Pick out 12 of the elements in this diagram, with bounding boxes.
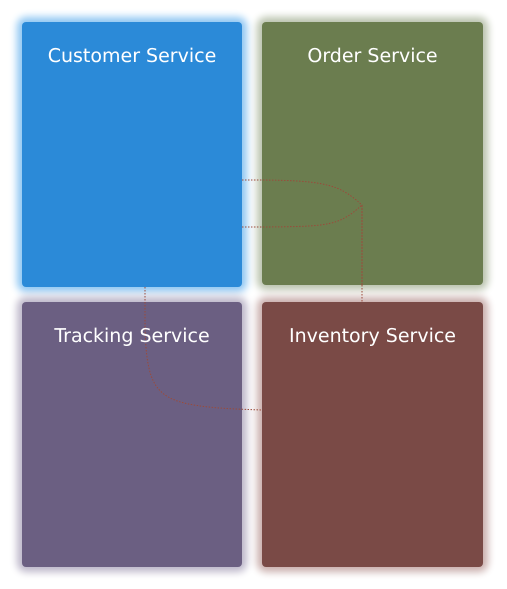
service-box [262, 22, 483, 285]
connector-line [144, 286, 146, 302]
service-box [22, 302, 242, 567]
service-title: Customer Service [46, 45, 218, 67]
connector-line [242, 180, 362, 286]
connector-line [144, 302, 262, 410]
service-box [262, 302, 483, 567]
service-title: Tracking Service [53, 325, 211, 347]
connector-line [242, 204, 362, 286]
service-title: Order Service [306, 45, 439, 67]
service-box [22, 22, 242, 287]
service-title: Inventory Service [288, 325, 457, 347]
